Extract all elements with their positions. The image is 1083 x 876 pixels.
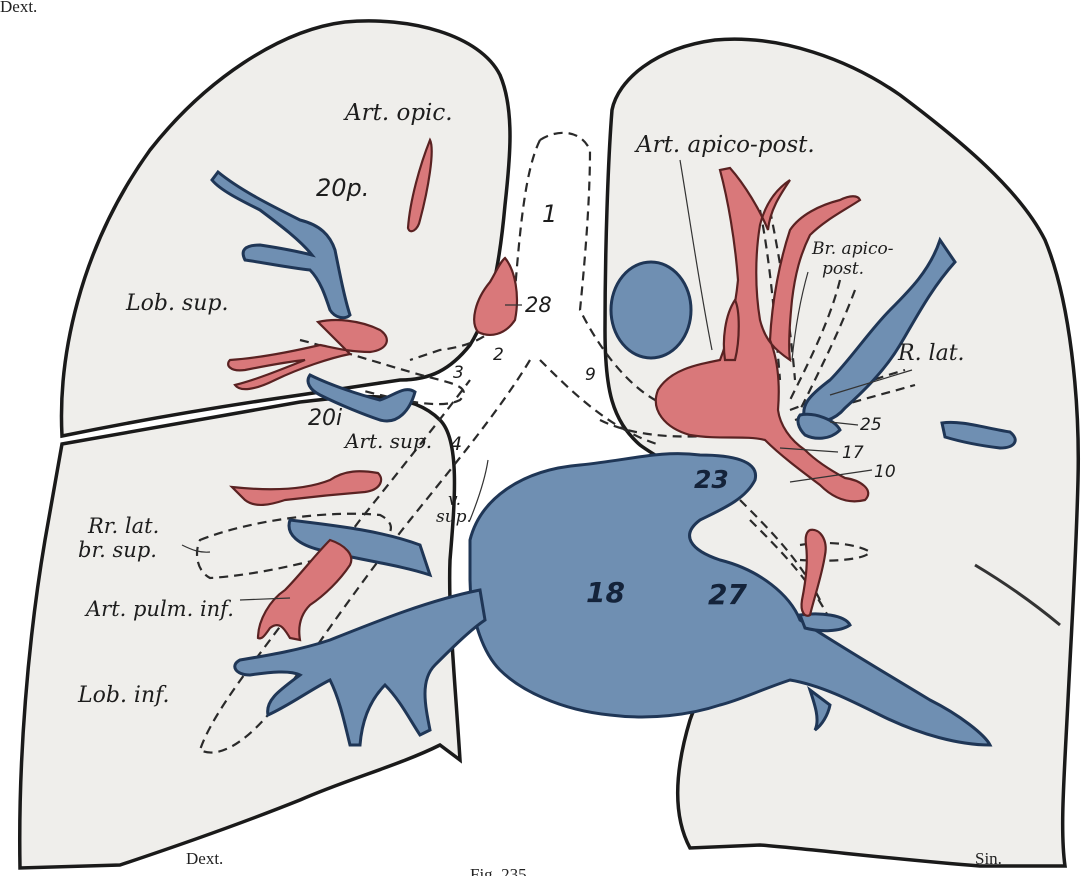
- label-art-pulm-inf: Art. pulm. inf.: [84, 597, 234, 621]
- label-br-sup: br. sup.: [78, 538, 157, 562]
- label-lob-inf: Lob. inf.: [77, 683, 169, 708]
- label-4: 4: [450, 433, 462, 455]
- label-lob-sup: Lob. sup.: [125, 291, 228, 316]
- label-br-apico-post-2: post.: [822, 259, 864, 279]
- figure-number: Fig. 235.: [470, 865, 531, 876]
- label-r-lat: R. lat.: [897, 341, 965, 366]
- label-20p: 20p.: [316, 174, 369, 202]
- top-left-caption: Dext.: [0, 0, 37, 16]
- label-20i: 20i: [308, 406, 342, 431]
- label-art-apico-post: Art. apico-post.: [634, 132, 815, 158]
- label-10: 10: [874, 462, 896, 482]
- label-9: 9: [585, 365, 596, 385]
- label-3: 3: [453, 363, 464, 383]
- label-25: 25: [860, 415, 882, 435]
- label-18: 18: [586, 576, 625, 609]
- label-v-sup-2: sup.: [436, 507, 472, 527]
- label-rr-lat: Rr. lat.: [87, 514, 159, 538]
- bottom-right-caption: Sin.: [975, 849, 1002, 868]
- label-art-opic: Art. opic.: [343, 100, 453, 126]
- label-28: 28: [525, 293, 552, 317]
- right-lung: [20, 21, 510, 868]
- label-23: 23: [694, 465, 729, 494]
- label-art-sup: Art. sup.: [343, 429, 432, 453]
- label-17: 17: [842, 443, 864, 463]
- label-27: 27: [708, 578, 747, 611]
- label-2: 2: [493, 345, 504, 365]
- label-br-apico-post-1: Br. apico-: [811, 239, 894, 259]
- label-1: 1: [542, 200, 557, 228]
- bottom-left-caption: Dext.: [186, 849, 223, 868]
- vein-circle: [611, 262, 691, 358]
